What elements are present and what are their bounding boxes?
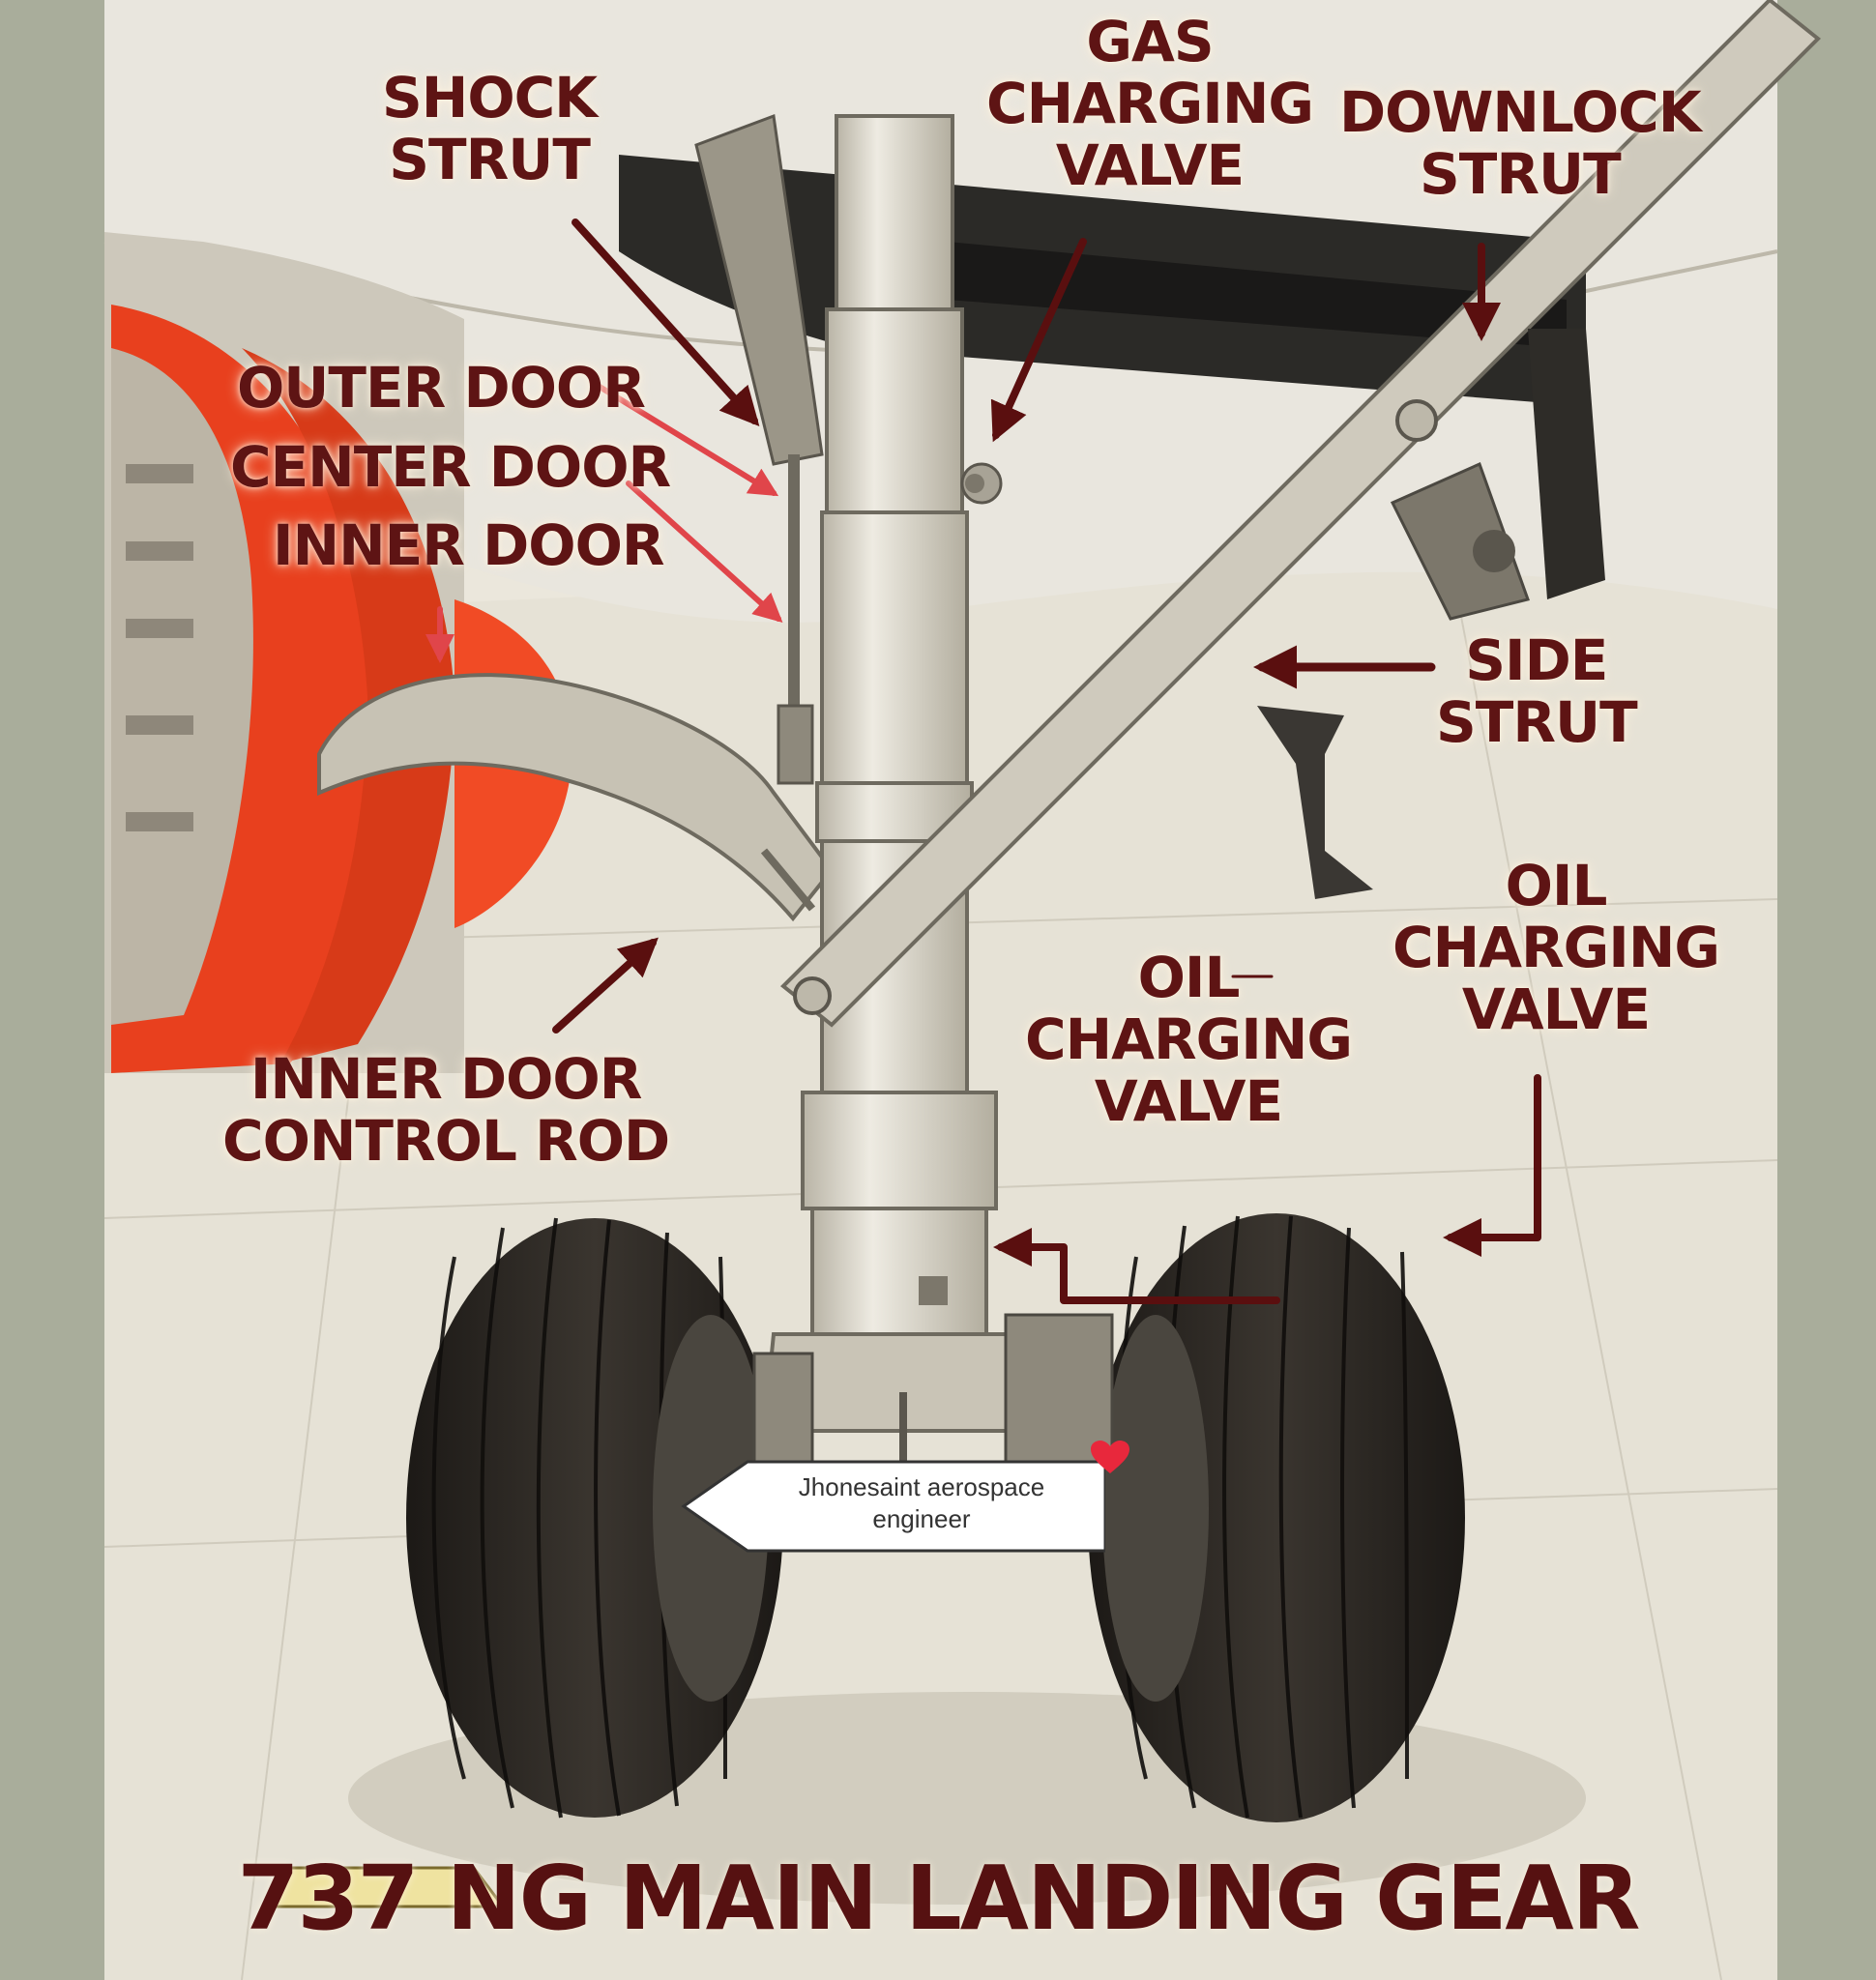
callout-arrows xyxy=(425,218,1541,1304)
label-outer-door: OUTER DOOR xyxy=(237,355,646,421)
watermark-line-1: Jhonesaint aerospace xyxy=(798,1472,1045,1501)
diagram-title: 737 NG MAIN LANDING GEAR xyxy=(237,1847,1641,1950)
label-center-door: CENTER DOOR xyxy=(230,434,671,500)
watermark-line-2: engineer xyxy=(872,1503,971,1533)
heart-icon xyxy=(1091,1441,1129,1473)
label-inner-door: INNER DOOR xyxy=(273,512,665,578)
watermark-tag: Jhonesaint aerospace engineer xyxy=(680,1458,1105,1555)
